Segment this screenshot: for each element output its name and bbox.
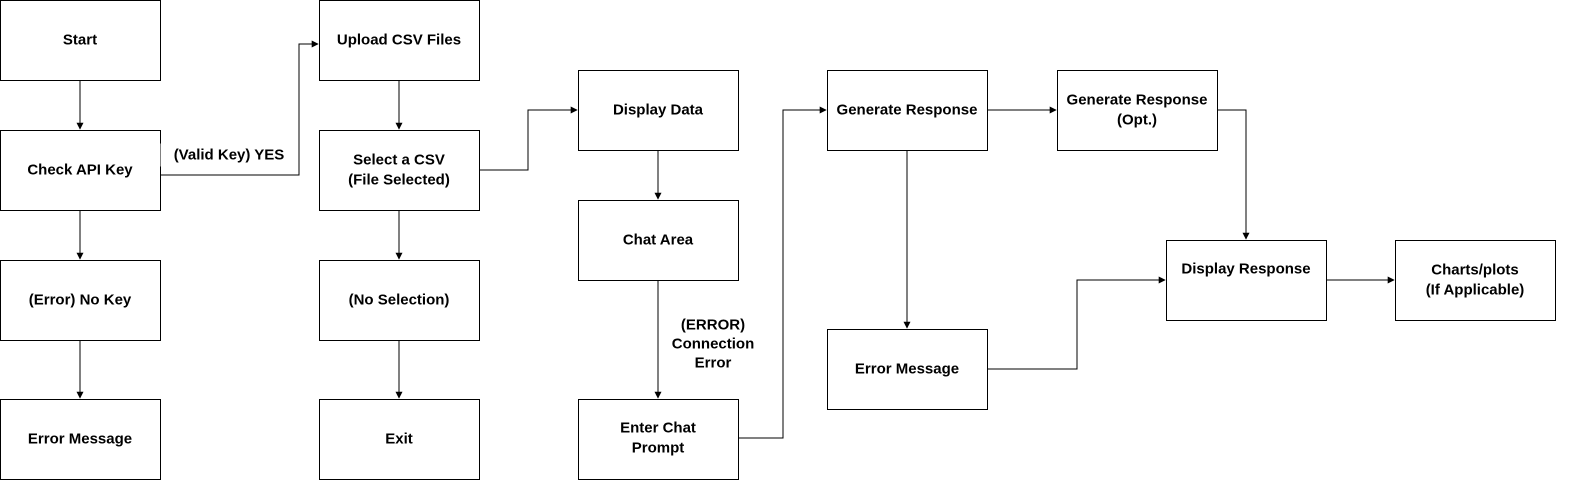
node-upload-csv: Upload CSV Files	[319, 0, 480, 81]
node-label: Enter Chat	[620, 420, 696, 437]
node-box	[0, 399, 161, 480]
node-label: Generate Response	[1067, 92, 1208, 109]
node-no-selection: (No Selection)	[319, 260, 480, 341]
edge-label-line: Connection	[672, 336, 755, 353]
node-label: (If Applicable)	[1426, 282, 1525, 299]
node-label: Exit	[385, 431, 413, 448]
node-label: Error Message	[28, 431, 132, 448]
node-no-key: (Error) No Key	[0, 260, 161, 341]
node-box	[578, 200, 739, 281]
node-box	[319, 260, 480, 341]
node-error-message-2: Error Message	[827, 329, 988, 410]
node-box	[0, 260, 161, 341]
node-box	[578, 70, 739, 151]
node-generate-response: Generate Response	[827, 70, 988, 151]
node-label: Error Message	[855, 361, 959, 378]
node-label: Start	[63, 32, 97, 49]
edge-generate-response-opt-to-display-response	[1217, 109, 1250, 240]
node-box	[1166, 240, 1327, 321]
edge-select-csv-to-display-data	[479, 106, 578, 171]
edge-label-background	[160, 143, 298, 167]
node-box	[827, 70, 988, 151]
node-select-csv: Select a CSV (File Selected)	[319, 130, 480, 211]
node-start: Start	[0, 0, 161, 81]
node-box	[578, 399, 739, 480]
edge-error-message-2-to-display-response	[987, 276, 1166, 370]
node-check-api-key: Check API Key	[0, 130, 161, 211]
node-box	[1057, 70, 1218, 151]
node-label: Charts/plots	[1431, 262, 1519, 279]
node-display-data: Display Data	[578, 70, 739, 151]
node-exit: Exit	[319, 399, 480, 480]
edge-layer	[76, 40, 1395, 439]
node-chat-area: Chat Area	[578, 200, 739, 281]
node-label: Upload CSV Files	[337, 32, 461, 49]
edge-label-line: (Valid Key) YES	[174, 147, 285, 164]
node-label: Generate Response	[837, 102, 978, 119]
node-label: Display Response	[1181, 261, 1310, 278]
node-charts-plots: Charts/plots (If Applicable)	[1395, 240, 1556, 321]
edge-label-line: (ERROR)	[681, 317, 745, 334]
node-label: (Opt.)	[1117, 112, 1157, 129]
edge-label-background	[666, 313, 760, 375]
edge-enter-chat-prompt-to-generate-response	[738, 106, 827, 439]
edge-label-line: Error	[695, 355, 732, 372]
node-label: (No Selection)	[349, 292, 450, 309]
node-display-response: Display Response	[1166, 240, 1327, 321]
node-box	[1395, 240, 1556, 321]
node-box	[319, 399, 480, 480]
node-box	[827, 329, 988, 410]
node-label: Chat Area	[623, 232, 694, 249]
node-label: Select a CSV	[353, 152, 445, 169]
node-generate-response-opt: Generate Response (Opt.)	[1057, 70, 1218, 151]
node-label: Check API Key	[27, 162, 133, 179]
edge-label-check-api-key-to-upload-csv: (Valid Key) YES	[160, 143, 298, 167]
node-box	[319, 0, 480, 81]
node-label: Display Data	[613, 102, 704, 119]
edge-check-api-key-to-upload-csv	[160, 40, 319, 176]
node-box	[0, 130, 161, 211]
node-label: Prompt	[632, 440, 685, 457]
node-label: (File Selected)	[348, 172, 450, 189]
node-box	[319, 130, 480, 211]
node-box	[0, 0, 161, 81]
node-error-message-1: Error Message	[0, 399, 161, 480]
node-label: (Error) No Key	[29, 292, 132, 309]
